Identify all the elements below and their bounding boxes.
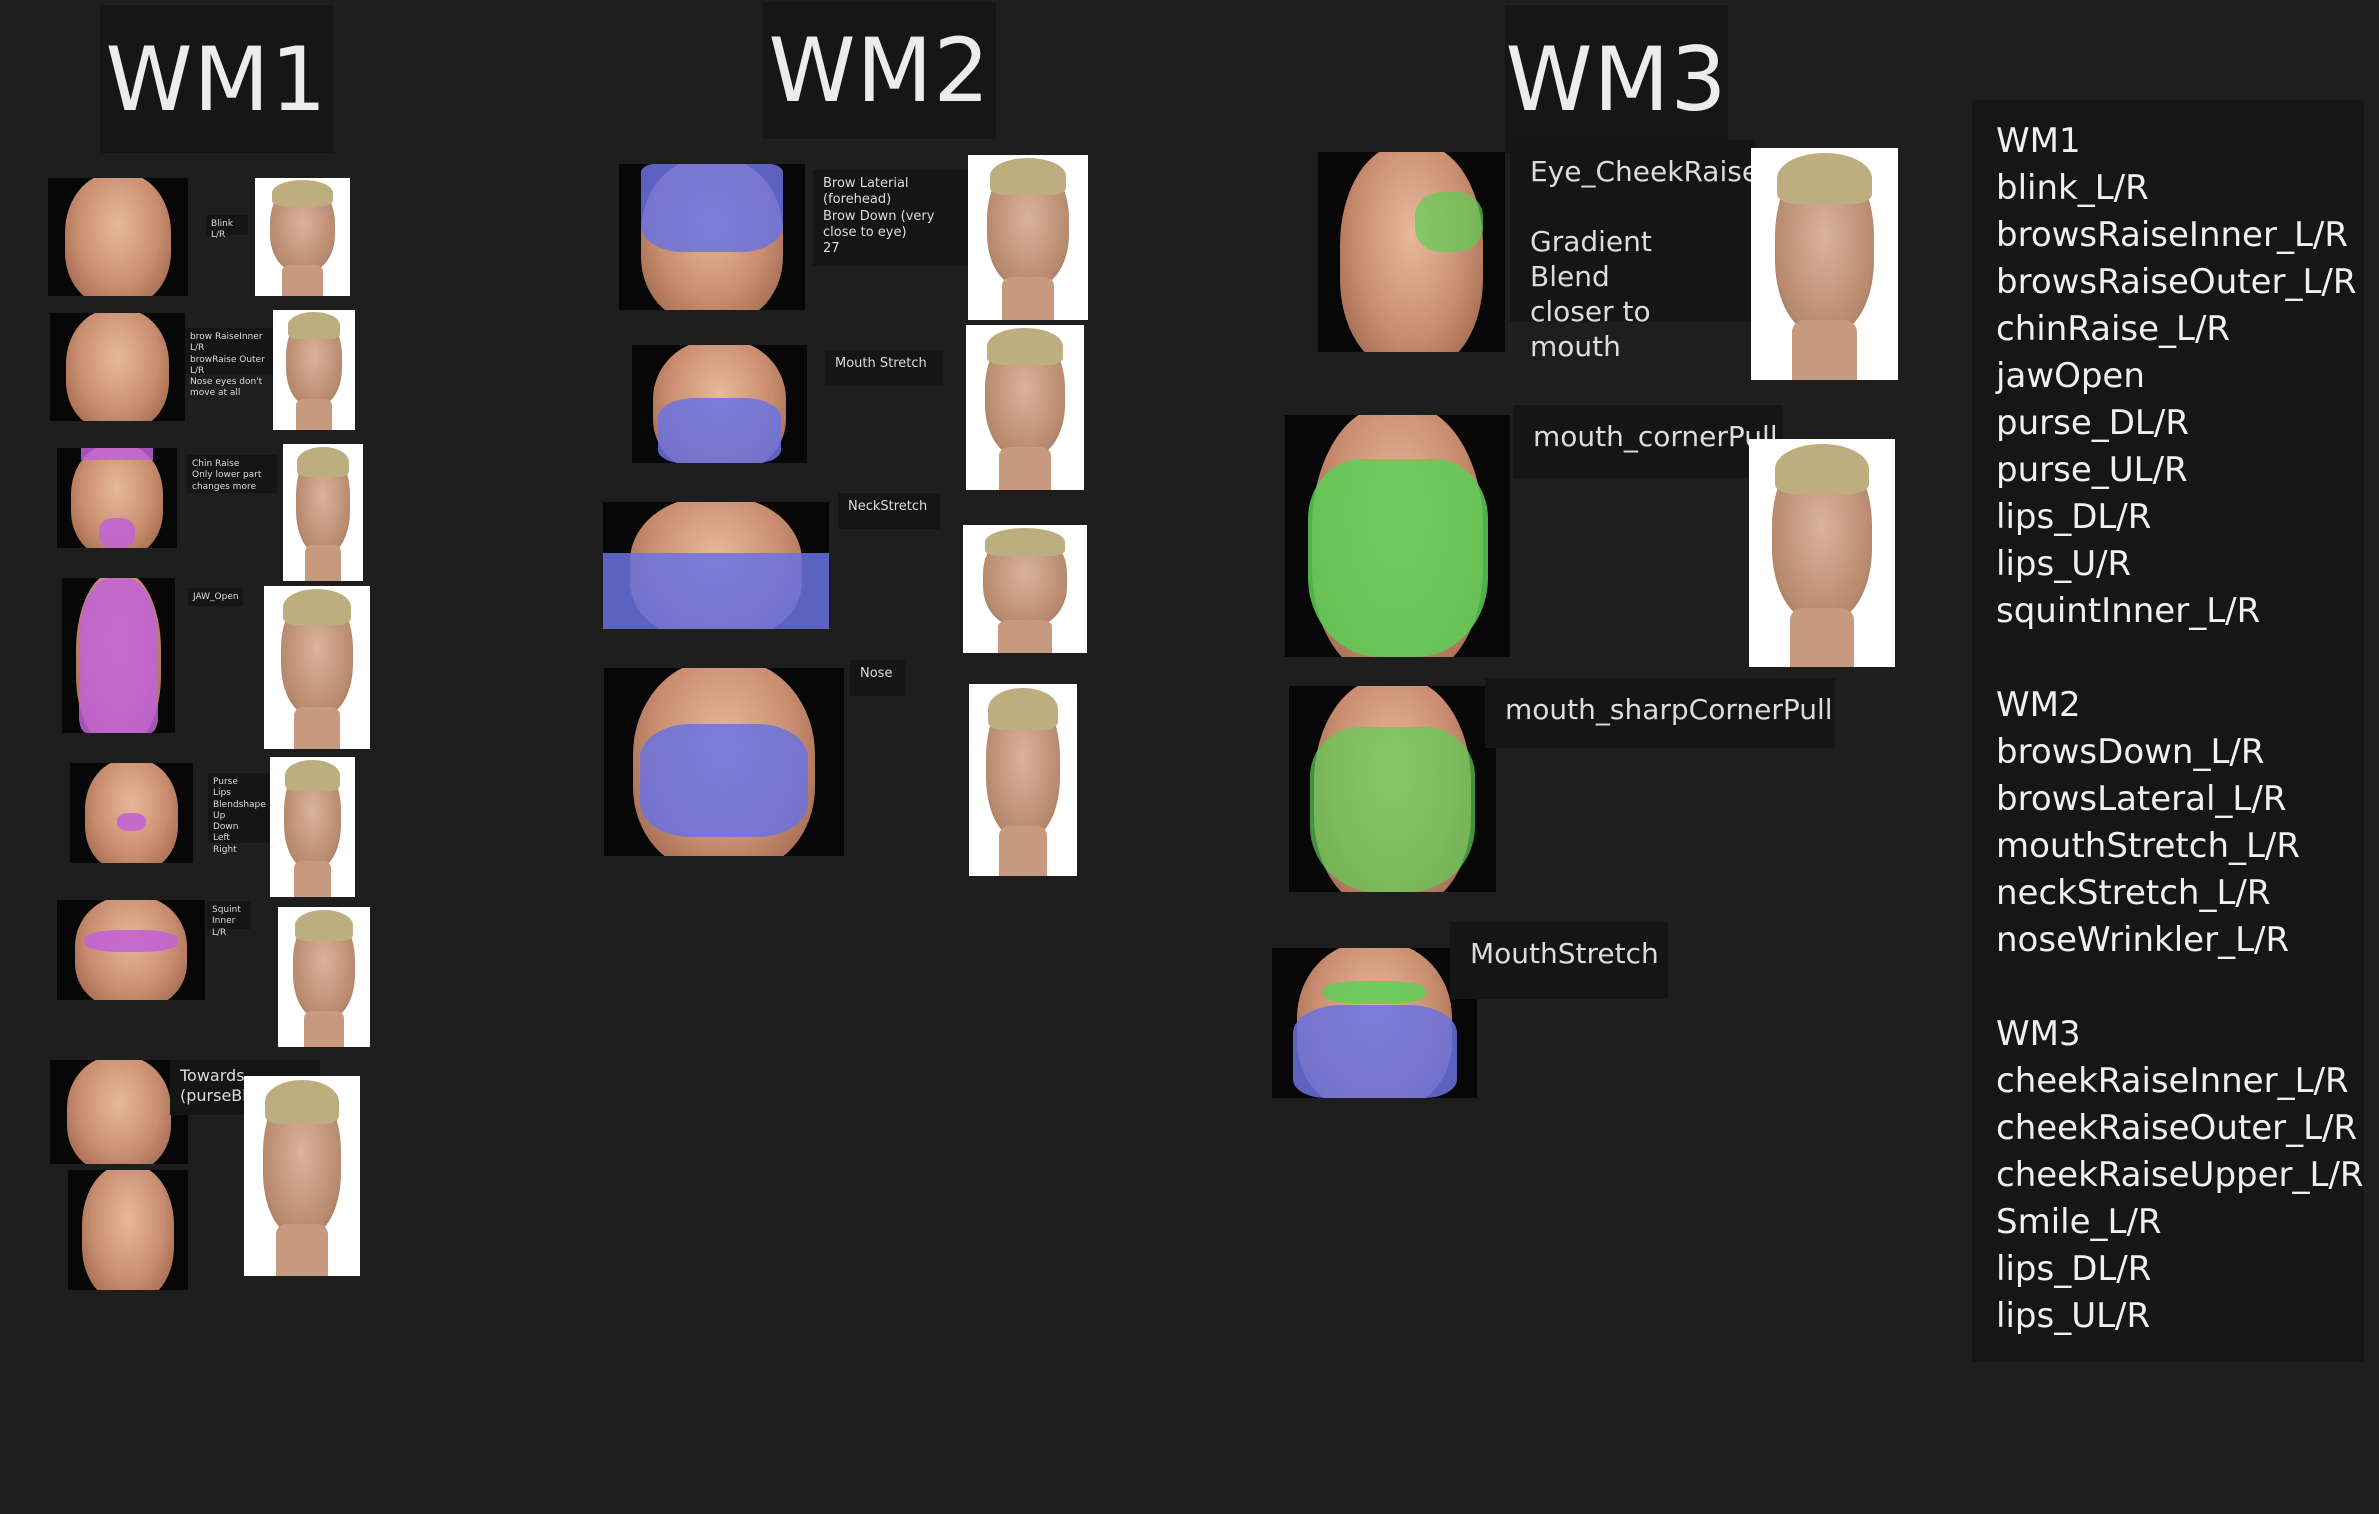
list-spacer: [1996, 964, 2340, 1011]
brow-raise-note: brow RaiseInner L/R browRaise Outer L/R …: [185, 328, 273, 398]
brow-raise-reference-image[interactable]: [273, 310, 355, 430]
mouth-stretch-render-image[interactable]: [632, 345, 807, 463]
mouth-stretch-wm3-render-image[interactable]: [1272, 948, 1477, 1098]
jaw-open-reference-image[interactable]: [264, 586, 370, 749]
list-heading-wm3: WM3: [1996, 1014, 2081, 1054]
towards-render-image-side[interactable]: [68, 1170, 188, 1290]
brow-lateral-note: Brow Laterial (forehead) Brow Down (very…: [813, 170, 970, 266]
list-item: chinRaise_L/R: [1996, 309, 2231, 349]
list-item: cheekRaiseInner_L/R: [1996, 1061, 2349, 1101]
list-item: purse_DL/R: [1996, 403, 2189, 443]
list-item: browsDown_L/R: [1996, 732, 2265, 772]
eye-cheek-raise-note: Eye_CheekRaise Gradient Blend closer to …: [1510, 140, 1759, 363]
brow-lateral-reference-image[interactable]: [968, 155, 1088, 320]
list-item: lips_U/R: [1996, 544, 2132, 584]
chin-raise-render-image[interactable]: [57, 448, 177, 548]
squint-note: Squint Inner L/R: [207, 901, 251, 938]
wm1-title-box: WM1: [100, 5, 333, 153]
towards-reference-image[interactable]: [244, 1076, 360, 1276]
mouth-stretch-note: Mouth Stretch: [825, 350, 943, 386]
nose-note: Nose: [850, 660, 905, 696]
eye-cheek-raise-reference-image[interactable]: [1751, 148, 1898, 380]
neck-stretch-note: NeckStretch: [838, 493, 940, 529]
jaw-open-note: JAW_Open: [188, 588, 243, 606]
squint-render-image[interactable]: [57, 900, 205, 1000]
list-item: noseWrinkler_L/R: [1996, 920, 2290, 960]
mouth-stretch-wm3-note: MouthStretch: [1450, 922, 1668, 999]
purse-render-image[interactable]: [70, 763, 193, 863]
blendshape-list-panel: WM1 blink_L/R browsRaiseInner_L/R browsR…: [1972, 100, 2364, 1362]
brow-raise-render-image[interactable]: [50, 313, 185, 421]
list-item: browsRaiseOuter_L/R: [1996, 262, 2357, 302]
list-item: jawOpen: [1996, 356, 2145, 396]
wm1-title: WM1: [105, 27, 328, 131]
list-item: mouthStretch_L/R: [1996, 826, 2301, 866]
list-item: browsLateral_L/R: [1996, 779, 2287, 819]
towards-render-image-front[interactable]: [50, 1060, 188, 1164]
purse-note: Purse Lips Blendshape Up Down Left Right: [208, 773, 270, 855]
list-heading-wm2: WM2: [1996, 685, 2081, 725]
nose-reference-image[interactable]: [969, 684, 1077, 876]
mouth-sharp-corner-pull-render-image[interactable]: [1289, 686, 1496, 892]
list-item: blink_L/R: [1996, 168, 2149, 208]
list-item: Smile_L/R: [1996, 1202, 2162, 1242]
mouth-sharp-corner-pull-note: mouth_sharpCornerPull: [1485, 678, 1835, 748]
wm2-title: WM2: [768, 19, 991, 122]
nose-render-image[interactable]: [604, 668, 844, 856]
blink-reference-image[interactable]: [255, 178, 350, 296]
list-item: lips_DL/R: [1996, 1249, 2152, 1289]
wm2-title-box: WM2: [763, 2, 996, 139]
list-item: lips_DL/R: [1996, 497, 2152, 537]
list-spacer: [1996, 635, 2340, 682]
list-item: browsRaiseInner_L/R: [1996, 215, 2348, 255]
purse-reference-image[interactable]: [270, 757, 355, 897]
mouth-corner-pull-render-image[interactable]: [1285, 415, 1510, 657]
list-item: cheekRaiseUpper_L/R: [1996, 1155, 2364, 1195]
jaw-open-render-image[interactable]: [62, 578, 175, 733]
chin-raise-reference-image[interactable]: [283, 444, 363, 581]
list-item: squintInner_L/R: [1996, 591, 2261, 631]
mouth-corner-pull-note: mouth_cornerPull: [1513, 405, 1783, 478]
wm3-title-box: WM3: [1505, 5, 1728, 153]
blink-render-image[interactable]: [48, 178, 188, 296]
chin-raise-note: Chin Raise Only lower part changes more: [187, 455, 277, 493]
mouth-corner-pull-reference-image[interactable]: [1749, 439, 1895, 667]
list-item: cheekRaiseOuter_L/R: [1996, 1108, 2358, 1148]
list-item: purse_UL/R: [1996, 450, 2188, 490]
neck-stretch-render-image[interactable]: [603, 502, 829, 629]
list-item: neckStretch_L/R: [1996, 873, 2271, 913]
list-heading-wm1: WM1: [1996, 121, 2081, 161]
brow-lateral-render-image[interactable]: [619, 164, 805, 310]
squint-reference-image[interactable]: [278, 907, 370, 1047]
neck-stretch-reference-image[interactable]: [963, 525, 1087, 653]
list-item: lips_UL/R: [1996, 1296, 2151, 1336]
eye-cheek-raise-render-image[interactable]: [1318, 152, 1505, 352]
mouth-stretch-reference-image[interactable]: [966, 325, 1084, 490]
blink-note: Blink L/R: [206, 215, 248, 240]
wm3-title: WM3: [1505, 27, 1728, 131]
